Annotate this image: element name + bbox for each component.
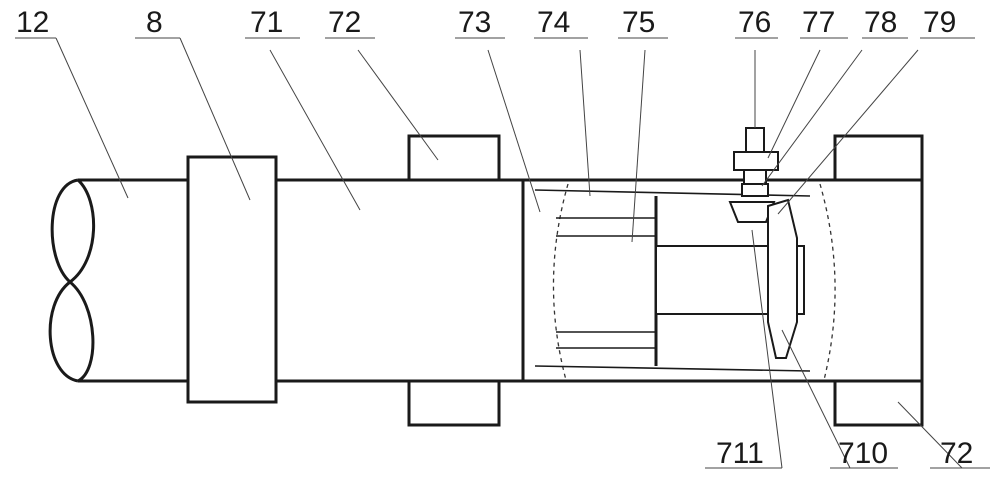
support-blocks xyxy=(407,134,924,427)
label-76: 76 xyxy=(738,6,771,39)
main-body xyxy=(276,178,924,383)
cutaway-boundary xyxy=(552,183,836,381)
label-75: 75 xyxy=(622,6,655,39)
callout-labels: 12 8 71 72 73 74 75 76 77 78 79 711 710 … xyxy=(16,6,973,470)
label-77: 77 xyxy=(802,6,835,39)
label-74: 74 xyxy=(537,6,570,39)
label-78: 78 xyxy=(864,6,897,39)
label-73: 73 xyxy=(458,6,491,39)
label-79: 79 xyxy=(923,6,956,39)
label-12: 12 xyxy=(16,6,49,39)
label-711: 711 xyxy=(716,437,764,470)
shaft xyxy=(48,178,192,383)
adjust-screw xyxy=(728,127,779,223)
label-72-top: 72 xyxy=(328,6,361,39)
label-71: 71 xyxy=(250,6,283,39)
label-8: 8 xyxy=(146,6,163,39)
leader-lines xyxy=(15,37,990,469)
label-72-bottom: 72 xyxy=(940,437,973,470)
collar xyxy=(186,155,278,404)
label-710: 710 xyxy=(838,437,888,470)
cutter-blade xyxy=(767,198,798,359)
